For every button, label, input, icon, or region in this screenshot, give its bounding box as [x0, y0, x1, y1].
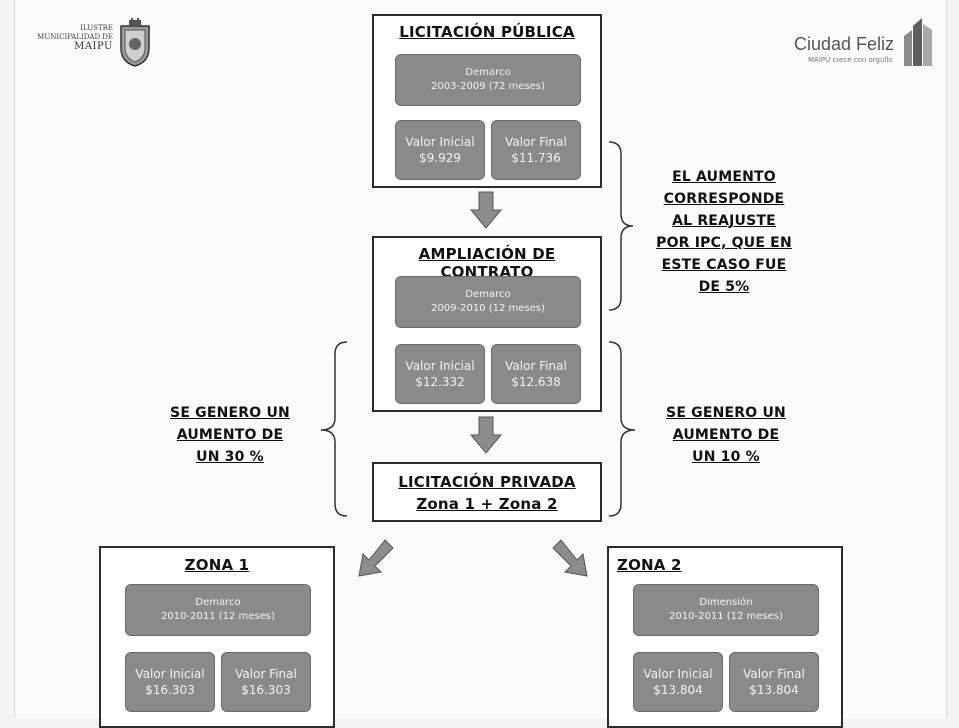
ampliacion-initial-box: Valor Inicial $12.332 — [395, 344, 485, 404]
initial-value-label: Valor Inicial — [643, 667, 713, 681]
initial-value: $9.929 — [419, 151, 461, 165]
licitacion-publica-company: Demarco — [465, 67, 511, 78]
left-note-line: AUMENTO DE — [176, 427, 284, 443]
slide-page: ILUSTRE MUNICIPALIDAD DE MAIPU Ciudad Fe… — [14, 0, 947, 728]
initial-value: $12.332 — [415, 375, 465, 389]
municipality-logo: ILUSTRE MUNICIPALIDAD DE MAIPU — [25, 12, 165, 72]
licitacion-publica-initial-box: Valor Inicial $9.929 — [395, 120, 485, 180]
licitacion-privada-subtitle: Zona 1 + Zona 2 — [416, 495, 558, 513]
zona-1-panel: ZONA 1 Demarco 2010-2011 (12 meses) Valo… — [99, 546, 335, 728]
final-value-label: Valor Final — [505, 359, 567, 373]
building-icon — [904, 18, 932, 66]
ampliacion-period: 2009-2010 (12 meses) — [431, 303, 545, 314]
zona-2-company: Dimensión — [699, 597, 753, 608]
logo-line-3: MAIPU — [74, 41, 113, 52]
licitacion-publica-contract-box: Demarco 2003-2009 (72 meses) — [395, 54, 581, 106]
zona-2-title: ZONA 2 — [617, 556, 682, 574]
ipc-note-line: POR IPC, QUE EN — [656, 235, 792, 251]
zona-1-title: ZONA 1 — [184, 556, 250, 574]
licitacion-publica-final-box: Valor Final $11.736 — [491, 120, 581, 180]
initial-value: $13.804 — [653, 683, 703, 697]
zona-1-final-box: Valor Final $16.303 — [221, 652, 311, 712]
zona-1-company: Demarco — [195, 597, 241, 608]
final-value-label: Valor Final — [743, 667, 805, 681]
ampliacion-contrato-panel: AMPLIACIÓN DE CONTRATO Demarco 2009-2010… — [372, 236, 602, 412]
licitacion-privada-panel: LICITACIÓN PRIVADA Zona 1 + Zona 2 — [372, 462, 602, 522]
zona-2-initial-box: Valor Inicial $13.804 — [633, 652, 723, 712]
logo-line-2: MUNICIPALIDAD DE — [37, 33, 113, 41]
down-left-arrow-icon — [358, 539, 394, 577]
zona-2-panel: ZONA 2 Dimensión 2010-2011 (12 meses) Va… — [607, 546, 843, 728]
zona-1-period: 2010-2011 (12 meses) — [161, 611, 275, 622]
final-value: $11.736 — [511, 151, 561, 165]
final-value: $12.638 — [511, 375, 561, 389]
final-value: $16.303 — [241, 683, 291, 697]
ciudad-feliz-logo-tagline: MAIPÚ crece con orgullo — [808, 56, 893, 64]
down-right-arrow-icon — [552, 539, 588, 577]
licitacion-publica-period: 2003-2009 (72 meses) — [431, 81, 545, 92]
ipc-note-line: DE 5% — [698, 279, 750, 295]
initial-value-label: Valor Inicial — [405, 135, 475, 149]
ipc-note-line: CORRESPONDE — [663, 191, 785, 207]
down-arrow-icon — [469, 416, 503, 454]
ampliacion-contract-box: Demarco 2009-2010 (12 meses) — [395, 276, 581, 328]
ipc-note-line: EL AUMENTO — [672, 169, 776, 185]
right-note-line: UN 10 % — [692, 449, 760, 465]
ipc-note: EL AUMENTO CORRESPONDE AL REAJUSTE POR I… — [649, 166, 799, 298]
left-increase-brace — [320, 341, 348, 517]
ampliacion-final-box: Valor Final $12.638 — [491, 344, 581, 404]
down-arrow-icon — [469, 191, 503, 229]
ciudad-feliz-logo: Ciudad Feliz MAIPÚ crece con orgullo — [784, 10, 934, 70]
zona-2-final-box: Valor Final $13.804 — [729, 652, 819, 712]
initial-value-label: Valor Inicial — [405, 359, 475, 373]
zona-2-period: 2010-2011 (12 meses) — [669, 611, 783, 622]
ampliacion-company: Demarco — [465, 289, 511, 300]
final-value-label: Valor Final — [235, 667, 297, 681]
left-note-line: SE GENERO UN — [170, 405, 290, 421]
licitacion-privada-title: LICITACIÓN PRIVADA — [398, 473, 576, 491]
ipc-note-line: AL REAJUSTE — [672, 213, 776, 229]
ipc-note-line: ESTE CASO FUE — [661, 257, 787, 273]
right-increase-note: SE GENERO UN AUMENTO DE UN 10 % — [651, 402, 801, 468]
left-increase-note: SE GENERO UN AUMENTO DE UN 30 % — [155, 402, 305, 468]
zona-1-contract-box: Demarco 2010-2011 (12 meses) — [125, 584, 311, 636]
logo-line-1: ILUSTRE — [80, 24, 113, 32]
right-note-line: AUMENTO DE — [672, 427, 780, 443]
zona-2-contract-box: Dimensión 2010-2011 (12 meses) — [633, 584, 819, 636]
zona-1-initial-box: Valor Inicial $16.303 — [125, 652, 215, 712]
initial-value: $16.303 — [145, 683, 195, 697]
final-value-label: Valor Final — [505, 135, 567, 149]
licitacion-publica-panel: LICITACIÓN PÚBLICA Demarco 2003-2009 (72… — [372, 14, 602, 188]
licitacion-publica-title: LICITACIÓN PÚBLICA — [399, 23, 575, 41]
ciudad-feliz-logo-name: Ciudad Feliz — [794, 34, 895, 54]
municipality-logo-text: ILUSTRE MUNICIPALIDAD DE MAIPU — [25, 24, 113, 52]
right-increase-brace — [608, 341, 636, 517]
left-note-line: UN 30 % — [196, 449, 264, 465]
crest-icon — [120, 18, 150, 67]
right-note-line: SE GENERO UN — [666, 405, 786, 421]
final-value: $13.804 — [749, 683, 799, 697]
initial-value-label: Valor Inicial — [135, 667, 205, 681]
ipc-brace — [608, 141, 634, 311]
